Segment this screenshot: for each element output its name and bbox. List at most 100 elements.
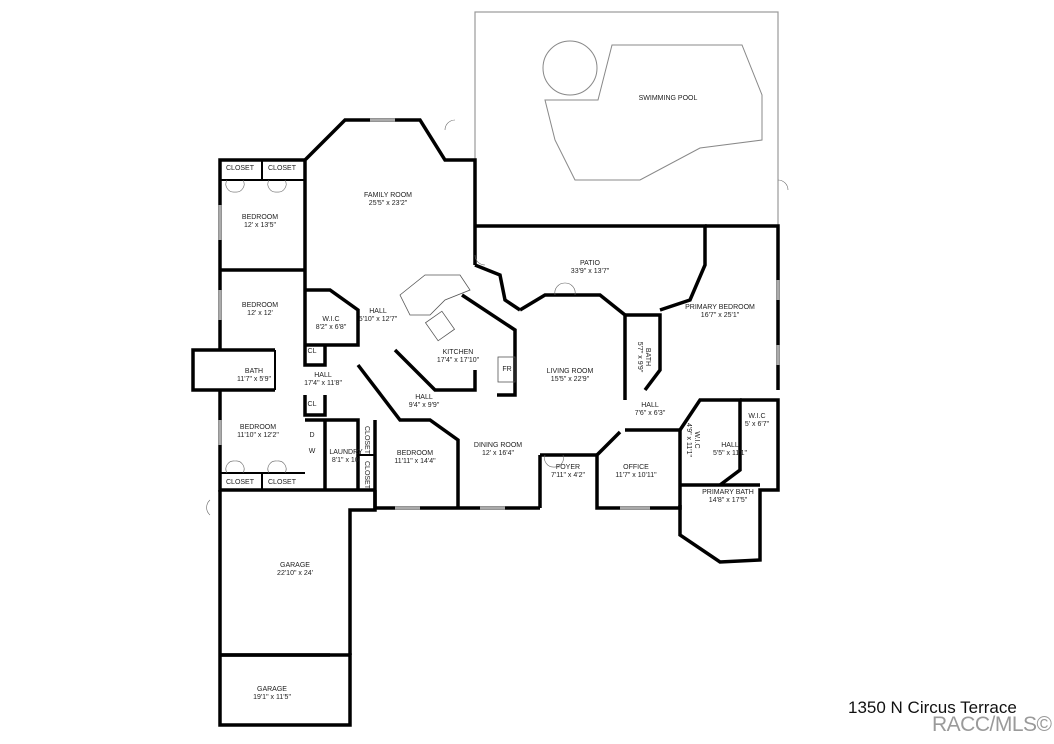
room-name: LAUNDRY <box>329 449 363 456</box>
room-name: CLOSET <box>267 479 297 486</box>
room-label: CLOSET <box>226 479 254 487</box>
room-dimensions: 15'5" x 22'9" <box>550 376 590 383</box>
room-name: CLOSET <box>225 479 255 486</box>
room-name: D <box>309 432 315 439</box>
room-label: CLOSET <box>226 165 254 173</box>
room-label: W <box>309 448 316 456</box>
room-dimensions: 5'7" x 9'9" <box>636 341 643 373</box>
room-dimensions: 14'8" x 17'5" <box>708 497 748 504</box>
property-address: 1350 N Circus Terrace <box>848 698 1017 717</box>
room-dimensions: 8'1" x 10' <box>331 457 361 464</box>
room-dimensions: 11'10" x 12'2" <box>237 432 279 439</box>
room-dimensions: 19'1" x 11'5" <box>253 694 291 701</box>
room-name: HALL <box>415 394 433 401</box>
room-name: CLOSET <box>267 165 297 172</box>
room-dimensions: 9'4" x 9'9" <box>408 402 440 409</box>
room-dimensions: 5' x 6'7" <box>744 421 770 428</box>
room-label: FR <box>502 366 511 374</box>
room-dimensions: 17'4" x 11'8" <box>304 380 342 387</box>
room-name: CL <box>307 348 317 355</box>
room-dimensions: 11'7" x 10'11" <box>615 472 657 479</box>
room-name: OFFICE <box>623 464 649 471</box>
room-name: LIVING ROOM <box>546 368 594 375</box>
room-dimensions: 25'5" x 23'2" <box>368 200 408 207</box>
room-name: FR <box>502 366 512 373</box>
room-dimensions: 4'9" x 11'1" <box>685 423 692 457</box>
room-name: HALL <box>641 402 659 409</box>
room-name: BATH <box>244 368 264 375</box>
room-name: GARAGE <box>257 686 287 693</box>
room-name: BEDROOM <box>396 450 434 457</box>
room-label: CLOSET <box>268 479 296 487</box>
pool-enclosure <box>474 11 779 227</box>
room-name: FAMILY ROOM <box>364 192 412 199</box>
room-name: PRIMARY BEDROOM <box>685 304 755 311</box>
room-name: HALL <box>369 308 387 315</box>
room-dimensions: 8'2" x 6'8" <box>315 324 347 331</box>
room-dimensions: 17'4" x 17'10" <box>436 357 480 364</box>
room-name: CL <box>307 401 317 408</box>
room-name: BEDROOM <box>241 214 279 221</box>
room-label: D <box>309 432 314 440</box>
room-dimensions: 11'11" x 14'4" <box>394 458 436 465</box>
room-dimensions: 12' x 16'4" <box>481 450 515 457</box>
room-dimensions: 5'5" x 11'1" <box>713 450 747 457</box>
mls-watermark: RACC/MLS© <box>932 713 1052 736</box>
swimming-pool <box>542 40 763 181</box>
room-name: HALL <box>721 442 739 449</box>
room-name: W.I.C <box>322 316 340 323</box>
room-dimensions: 22'10" x 24' <box>277 570 313 577</box>
room-dimensions: 11'7" x 5'9" <box>237 376 271 383</box>
walls <box>191 118 780 727</box>
room-name: GARAGE <box>280 562 310 569</box>
room-dimensions: 7'11" x 4'2" <box>551 472 585 479</box>
room-dimensions: 16'7" x 25'1" <box>700 312 740 319</box>
room-name: KITCHEN <box>442 349 474 356</box>
room-name: BEDROOM <box>239 424 277 431</box>
room-name: PRIMARY BATH <box>702 489 754 496</box>
room-dimensions: 33'9" x 13'7" <box>570 268 610 275</box>
room-name: W.I.C <box>693 431 700 449</box>
kitchen-fixtures <box>399 274 516 383</box>
room-name: CLOSET <box>225 165 255 172</box>
room-dimensions: 12' x 13'5" <box>243 222 277 229</box>
room-label: CLOSET <box>362 461 370 489</box>
room-name: W <box>308 448 316 455</box>
room-dimensions: 5'10" x 12'7" <box>358 316 398 323</box>
windows <box>218 118 780 510</box>
room-dimensions: 7'6" x 6'3" <box>634 410 666 417</box>
doors <box>206 119 789 516</box>
room-name: BATH <box>644 347 651 367</box>
room-label: CLOSET <box>268 165 296 173</box>
room-name: CLOSET <box>363 460 370 490</box>
room-name: FOYER <box>555 464 581 471</box>
room-label: CL <box>308 348 317 356</box>
room-name: CLOSET <box>363 425 370 455</box>
room-dimensions: 12' x 12' <box>247 310 273 317</box>
room-name: DINING ROOM <box>473 442 523 449</box>
room-name: W.I.C <box>748 413 766 420</box>
